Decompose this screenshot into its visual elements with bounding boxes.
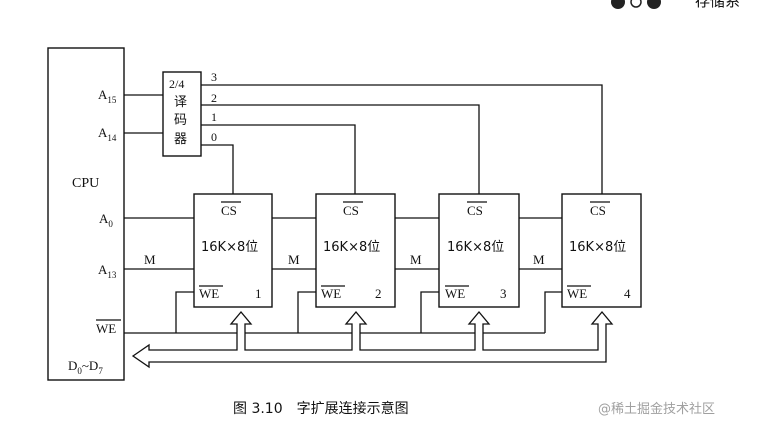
- chip-1: CS 16K×8位 WE 1: [193, 193, 273, 308]
- chip-2: CS 16K×8位 WE 2: [315, 193, 396, 308]
- we-tap-1: [175, 291, 194, 333]
- decoder-output-2: 2: [211, 91, 217, 105]
- header-title-fragment: 存储系: [695, 0, 740, 10]
- chip-we-label: WE: [321, 286, 341, 301]
- decoder-line-1: [201, 124, 356, 194]
- decoder-char-3: 器: [174, 132, 187, 147]
- chip-4: CS 16K×8位 WE 4: [561, 193, 642, 308]
- decoder-output-0: 0: [211, 130, 217, 144]
- chip-capacity: 16K×8位: [201, 240, 258, 255]
- chip-index: 2: [375, 286, 382, 301]
- chip-capacity: 16K×8位: [447, 240, 504, 255]
- chip-box: [561, 193, 642, 308]
- chip-box: [193, 193, 273, 308]
- chip-index: 4: [624, 286, 631, 301]
- figure-caption: 图 3.10 字扩展连接示意图: [233, 400, 409, 417]
- chip-cs-label: CS: [221, 203, 237, 218]
- decoder-line-0: [201, 144, 234, 194]
- we-tap-3: [420, 291, 439, 333]
- decoder-line-3: [201, 84, 603, 194]
- cpu-label: CPU: [72, 176, 99, 191]
- header-circle-icon: [630, 0, 642, 8]
- pin-we-label: WE: [96, 321, 116, 336]
- data-bus-label: D0~D7: [68, 358, 103, 376]
- chip-we-label: WE: [199, 286, 219, 301]
- we-tap-2: [297, 291, 316, 333]
- header-fragment: 存储系: [611, 0, 740, 10]
- chip-index: 1: [255, 286, 262, 301]
- decoder-char-1: 译: [174, 95, 187, 110]
- decoder-box: [162, 71, 202, 157]
- we-tap-4: [544, 291, 562, 333]
- chip-cs-label: CS: [590, 203, 606, 218]
- decoder-line-2: [201, 104, 480, 194]
- chip-box: [315, 193, 396, 308]
- chip-we-label: WE: [567, 286, 587, 301]
- chip-box: [438, 193, 520, 308]
- header-bullet-icon: [611, 0, 625, 9]
- watermark: @稀土掘金技术社区: [598, 401, 715, 417]
- chip-capacity: 16K×8位: [569, 240, 626, 255]
- decoder-output-3: 3: [211, 70, 217, 84]
- m-label-3: M: [410, 252, 422, 267]
- chip-capacity: 16K×8位: [323, 240, 380, 255]
- m-label-4: M: [533, 252, 545, 267]
- chip-index: 3: [500, 286, 507, 301]
- cpu-box: [47, 47, 125, 381]
- chip-cs-label: CS: [343, 203, 359, 218]
- chip-3: CS 16K×8位 WE 3: [438, 193, 520, 308]
- chip-we-label: WE: [445, 286, 465, 301]
- m-label-1: M: [144, 252, 156, 267]
- decoder-output-1: 1: [211, 110, 217, 124]
- decoder-title: 2/4: [169, 77, 184, 91]
- data-bus-arrow: [131, 310, 614, 369]
- chip-cs-label: CS: [467, 203, 483, 218]
- decoder-char-2: 码: [174, 113, 187, 128]
- header-bullet-icon: [647, 0, 661, 9]
- m-label-2: M: [288, 252, 300, 267]
